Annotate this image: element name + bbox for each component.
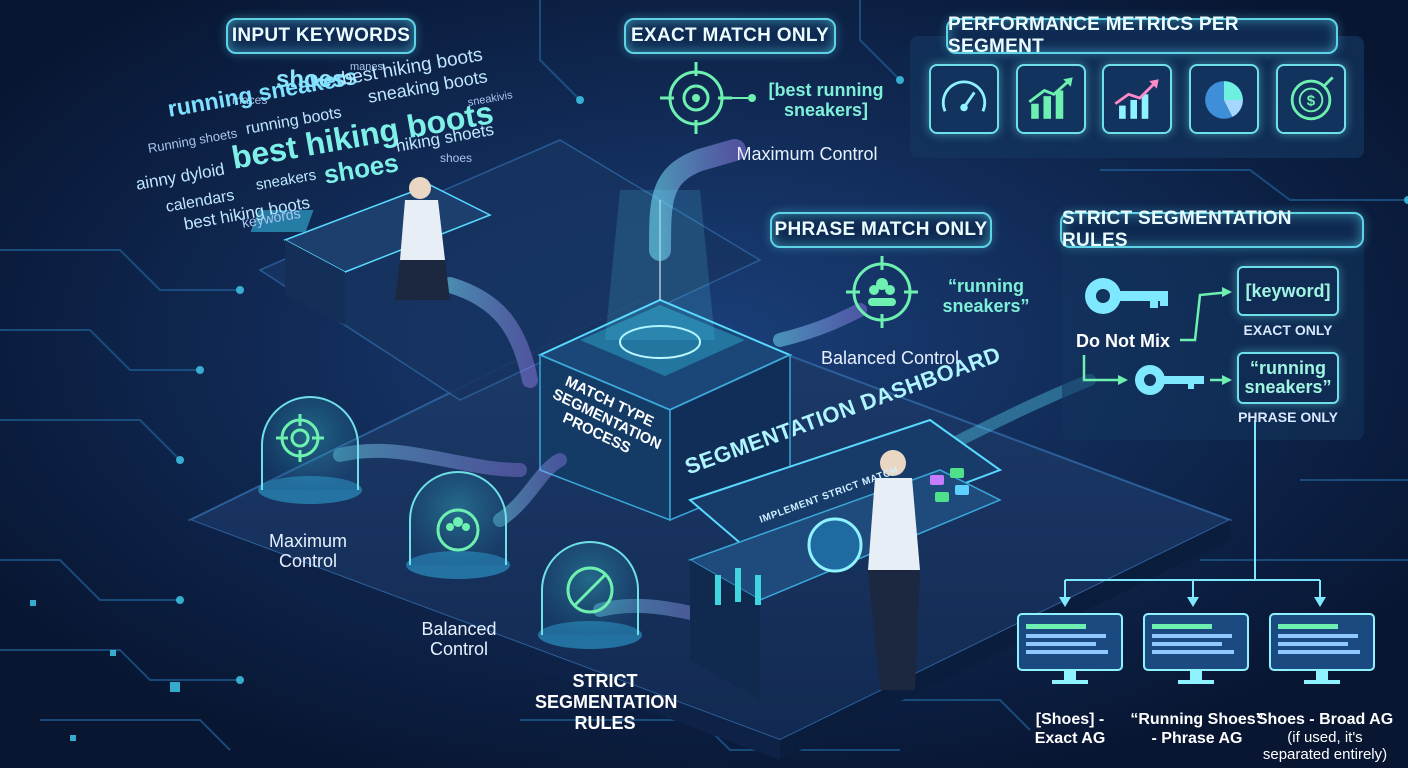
- phrase-only-caption: PHRASE ONLY: [1238, 409, 1338, 425]
- monitor-exact: [1016, 612, 1124, 684]
- phrase-match-example: “running sneakers”: [942, 276, 1030, 316]
- strict-segmentation-rules-header: STRICT SEGMENTATION RULES: [1060, 208, 1364, 251]
- input-keywords-header: INPUT KEYWORDS: [226, 18, 416, 54]
- bar-chart-up-icon: [1016, 64, 1086, 134]
- phrase-keyword-box: “running sneakers”: [1237, 352, 1339, 404]
- exact-keyword-box: [keyword]: [1237, 266, 1339, 316]
- pie-chart-icon: [1189, 64, 1259, 134]
- dome-caption-strict-rules: STRICT SEGMENTATION RULES: [535, 671, 678, 733]
- ad-group-broad: Shoes - Broad AG (if used, it's separate…: [1252, 710, 1398, 763]
- exact-match-caption: Maximum Control: [736, 144, 878, 164]
- ad-group-line: [Shoes] -: [1035, 711, 1105, 728]
- exact-only-caption: EXACT ONLY: [1243, 322, 1333, 338]
- monitor-phrase: [1142, 612, 1250, 684]
- ad-group-line: - Phrase AG: [1151, 730, 1243, 747]
- ad-group-line: “Running Shoes”: [1130, 711, 1264, 728]
- ad-group-line: Shoes - Broad AG: [1256, 711, 1394, 728]
- keyword: manes: [350, 61, 384, 73]
- dome-caption-balanced-control: Balanced Control: [421, 619, 497, 659]
- do-not-mix-label: Do Not Mix: [1076, 331, 1170, 351]
- keyword: shoes: [440, 151, 473, 165]
- phrase-match-header: PHRASE MATCH ONLY: [770, 212, 992, 248]
- ad-group-line: Exact AG: [1034, 730, 1106, 747]
- ad-group-line: (if used, it's: [1287, 729, 1363, 746]
- exact-match-example: [best running sneakers]: [768, 80, 884, 120]
- keyword: maces: [232, 93, 268, 107]
- svg-text:$: $: [1307, 93, 1316, 110]
- speedometer-icon: [929, 64, 999, 134]
- line-chart-up-icon: [1102, 64, 1172, 134]
- phrase-match-caption: Balanced Control: [820, 348, 960, 368]
- performance-metrics-header: PERFORMANCE METRICS PER SEGMENT: [946, 14, 1338, 57]
- monitor-broad: [1268, 612, 1376, 684]
- ad-group-line: separated entirely): [1262, 746, 1388, 763]
- dome-caption-maximum-control: Maximum Control: [268, 531, 347, 571]
- ad-group-exact: [Shoes] - Exact AG: [1010, 710, 1130, 748]
- target-dollar-icon: $: [1276, 64, 1346, 134]
- ad-group-phrase: “Running Shoes” - Phrase AG: [1124, 710, 1270, 748]
- keyword: shoes: [276, 66, 346, 93]
- exact-match-header: EXACT MATCH ONLY: [624, 18, 836, 54]
